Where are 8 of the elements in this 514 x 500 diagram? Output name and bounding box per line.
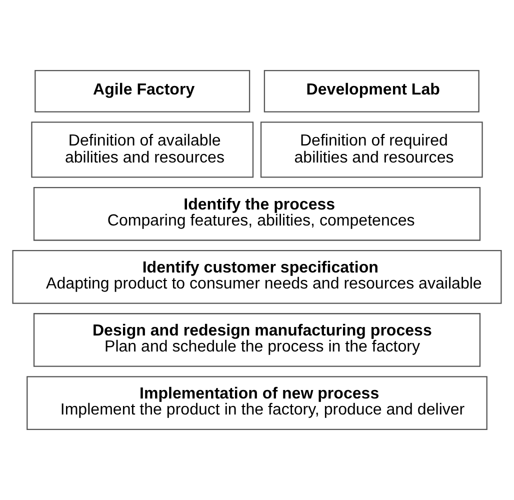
node-box: Implementation of new process Implement the product in the factory, produce and deliver xyxy=(26,376,488,430)
node-box: Agile Factory xyxy=(34,70,250,112)
node-box: Identify the process Comparing features, abilities, competences xyxy=(33,186,481,241)
node-box: Development Lab xyxy=(264,70,480,112)
node-box: Definition of required abilities and resources xyxy=(260,122,483,178)
node-box: Identify customer specification Adapting product to consumer needs and resources available xyxy=(12,250,502,304)
node-box: Definition of available abilities and resources xyxy=(31,122,254,178)
node-box: Design and redesign manufacturing process Plan and schedule the process in the factory xyxy=(33,313,481,367)
